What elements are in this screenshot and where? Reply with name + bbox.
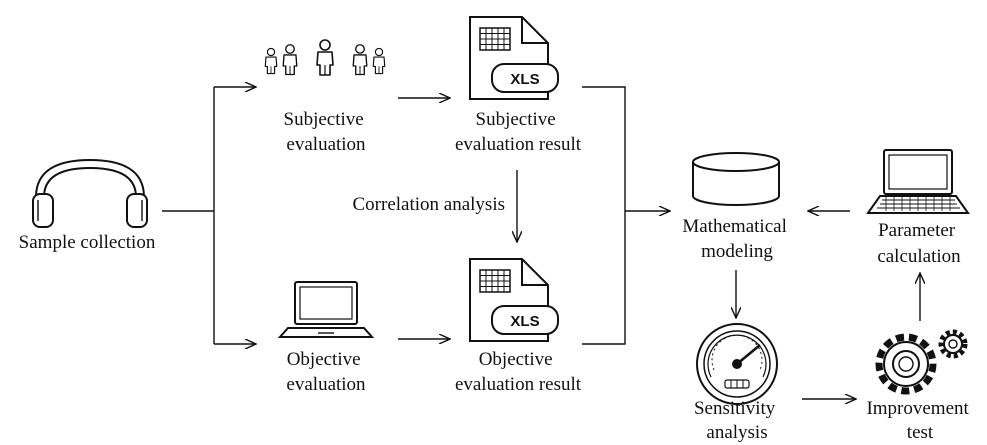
xls-badge-text: XLS	[510, 71, 539, 88]
gauge-icon	[696, 323, 778, 405]
laptop-icon	[277, 281, 375, 338]
label-subjective-result: Subjective evaluation result	[455, 109, 582, 155]
database-cylinder-icon	[692, 152, 780, 206]
label-sensitivity-analysis: Sensitivity analysis	[694, 398, 780, 443]
xls-file-icon: XLS	[469, 258, 559, 342]
xls-badge-text: XLS	[510, 313, 539, 330]
label-objective-evaluation: Objective evaluation	[286, 349, 366, 395]
connectors	[162, 87, 920, 399]
people-group-icon	[264, 39, 386, 76]
laptop-keyboard-icon	[866, 149, 970, 214]
edge-results-merge-top	[582, 86, 626, 345]
label-improvement-test: Improvement test	[866, 398, 973, 443]
label-subjective-evaluation: Subjective evaluation	[284, 109, 369, 155]
label-parameter-calculation: Parameter calculation	[877, 220, 961, 267]
label-correlation-analysis: Correlation analysis	[353, 194, 506, 215]
headphones-icon	[32, 158, 148, 228]
gears-icon	[875, 329, 968, 395]
label-objective-result: Objective evaluation result	[455, 349, 582, 395]
label-sample-collection: Sample collection	[19, 232, 156, 253]
xls-file-icon: XLS	[469, 16, 559, 100]
label-mathematical-modeling: Mathematical modeling	[682, 216, 791, 262]
